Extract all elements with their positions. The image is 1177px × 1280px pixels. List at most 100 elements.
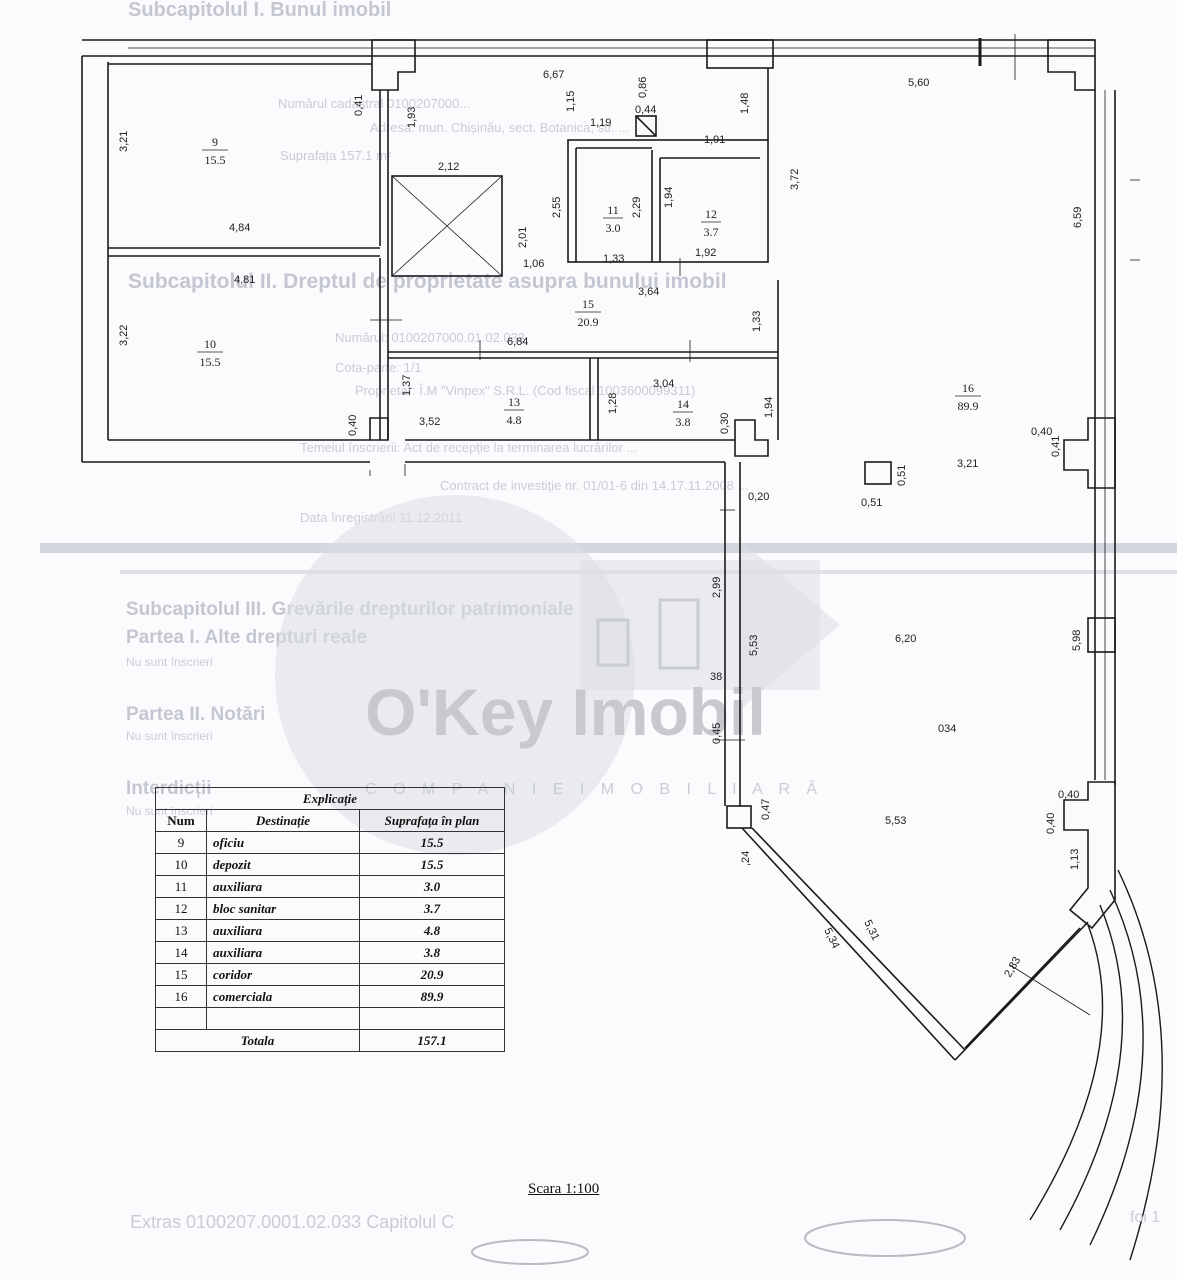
svg-text:9: 9 (212, 135, 218, 149)
ghost-header: Subcapitolul I. Bunul imobil Numărul cad… (128, 0, 629, 163)
dim-label: 0,40 (1031, 426, 1052, 438)
dim-label: 1,92 (695, 247, 716, 259)
svg-text:Extras 0100207.0001.02.033 Cap: Extras 0100207.0001.02.033 Capitolul C (130, 1212, 454, 1232)
svg-text:Subcapitolul I. Bunul imobil: Subcapitolul I. Bunul imobil (128, 0, 391, 21)
svg-text:Adresa: mun. Chișinău, sect. B: Adresa: mun. Chișinău, sect. Botanica, s… (370, 120, 629, 135)
svg-text:20.9: 20.9 (578, 315, 599, 329)
dim-label: 4,81 (234, 274, 255, 286)
svg-text:13: 13 (508, 395, 520, 409)
room-label-14: 143.8 (673, 397, 693, 429)
dim-label: 3,04 (653, 378, 674, 390)
svg-text:Proprietar: Î.M "Vinpex" S.R.L: Proprietar: Î.M "Vinpex" S.R.L. (Cod fis… (355, 383, 695, 398)
svg-text:3.0: 3.0 (606, 221, 621, 235)
dim-label: 6,59 (1072, 207, 1084, 228)
svg-text:Numărul: 0100207000.01.02.033: Numărul: 0100207000.01.02.033 (335, 330, 525, 345)
dim-label: 5,53 (748, 635, 760, 656)
ghost-footer: Extras 0100207.0001.02.033 Capitolul C f… (130, 1209, 1160, 1265)
dim-label: 0,41 (353, 95, 365, 116)
dim-label: 2,29 (631, 197, 643, 218)
dim-label: 0,40 (347, 415, 359, 436)
dim-label: 6,20 (895, 633, 916, 645)
svg-text:Numărul cadastral 0100207000..: Numărul cadastral 0100207000... (278, 96, 470, 111)
dim-label: 2,99 (711, 577, 723, 598)
dim-label: 0,40 (1045, 813, 1057, 834)
svg-text:Suprafața 157.1 m²: Suprafața 157.1 m² (280, 148, 392, 163)
dim-label: 6,84 (507, 336, 528, 348)
svg-text:Contract de investiție nr. 01/: Contract de investiție nr. 01/01-6 din 1… (440, 478, 748, 493)
dim-label: 3,21 (118, 131, 130, 152)
svg-text:3.7: 3.7 (704, 225, 719, 239)
svg-text:15.5: 15.5 (205, 153, 226, 167)
stamp-mark (471, 1239, 589, 1265)
dim-label: 5,31 (861, 918, 881, 943)
plan-walls (81, 34, 1140, 1061)
dim-label: 2,83 (1002, 955, 1023, 980)
svg-text:Cota-parte: 1/1: Cota-parte: 1/1 (335, 360, 422, 375)
legend-total-row: Totala 157.1 (155, 1029, 505, 1052)
svg-text:Nu sunt înscrieri: Nu sunt înscrieri (126, 655, 213, 669)
svg-text:Nu sunt înscrieri: Nu sunt înscrieri (126, 729, 213, 743)
dim-label: 0,47 (760, 799, 772, 820)
svg-text:foi 1: foi 1 (1130, 1209, 1160, 1226)
dim-label: 1,06 (523, 258, 544, 270)
svg-text:3.8: 3.8 (676, 415, 691, 429)
dim-label: 0,41 (1050, 436, 1062, 457)
dim-label: 2,55 (551, 197, 563, 218)
svg-text:O'Key Imobil: O'Key Imobil (365, 675, 766, 749)
svg-text:15.5: 15.5 (200, 355, 221, 369)
dim-label: 0,51 (896, 465, 908, 486)
dim-label: 1,48 (739, 93, 751, 114)
room-label-15: 15 20.9 (575, 297, 601, 329)
dim-label: 1,33 (751, 311, 763, 332)
dim-label: 6,67 (543, 69, 564, 81)
svg-text:4.8: 4.8 (507, 413, 522, 427)
watermark-logo: O'Key Imobil C O M P A N I E I M O B I L… (275, 495, 840, 855)
dim-label: 0,45 (711, 723, 723, 744)
dim-label: 2,12 (438, 161, 459, 173)
dim-label: 3,52 (419, 416, 440, 428)
dim-label: 1,94 (763, 397, 775, 418)
room-label-9: 915.5 (202, 135, 228, 167)
dim-label: 38 (710, 671, 722, 683)
svg-text:Partea II. Notări: Partea II. Notări (126, 704, 265, 725)
dim-label: 0,86 (637, 77, 649, 98)
dim-label: 5,53 (885, 815, 906, 827)
dimension-labels: 6,67 0,86 5,60 0,41 1,93 1,15 0,44 1,48 … (118, 69, 1084, 980)
legend-table: Explicație Num Destinație Suprafața în p… (155, 787, 505, 1052)
legend-header-row: Num Destinație Suprafața în plan (155, 809, 505, 832)
dim-label: 4,84 (229, 222, 250, 234)
dim-label: 1,15 (565, 91, 577, 112)
dim-label: 1,91 (704, 134, 725, 146)
svg-text:16: 16 (962, 381, 974, 395)
svg-text:Temeiul înscrierii: Act de rec: Temeiul înscrierii: Act de recepție la t… (300, 440, 637, 455)
entrance-arcs (1009, 869, 1163, 1261)
dim-label: 1,19 (590, 117, 611, 129)
svg-text:15: 15 (582, 297, 594, 311)
dim-label: 0,51 (861, 497, 882, 509)
dim-label: 3,64 (638, 286, 659, 298)
dim-label: 1,37 (401, 375, 413, 396)
stamp-mark (804, 1219, 966, 1257)
dim-label: 0,40 (1058, 789, 1079, 801)
svg-text:89.9: 89.9 (958, 399, 979, 413)
dim-label: 5,98 (1071, 630, 1083, 651)
dim-label: 2,01 (517, 227, 529, 248)
dim-label: 1,93 (406, 107, 418, 128)
dim-label: 3,21 (957, 458, 978, 470)
ghost-section: Subcapitolul II. Dreptul de proprietate … (128, 270, 748, 525)
dim-label: 5,60 (908, 77, 929, 89)
legend-title: Explicație (155, 787, 505, 810)
svg-text:11: 11 (607, 203, 619, 217)
dim-label: 3,22 (118, 325, 130, 346)
dim-label: 0,20 (748, 491, 769, 503)
svg-text:Subcapitolul II. Dreptul de pr: Subcapitolul II. Dreptul de proprietate … (128, 270, 727, 293)
